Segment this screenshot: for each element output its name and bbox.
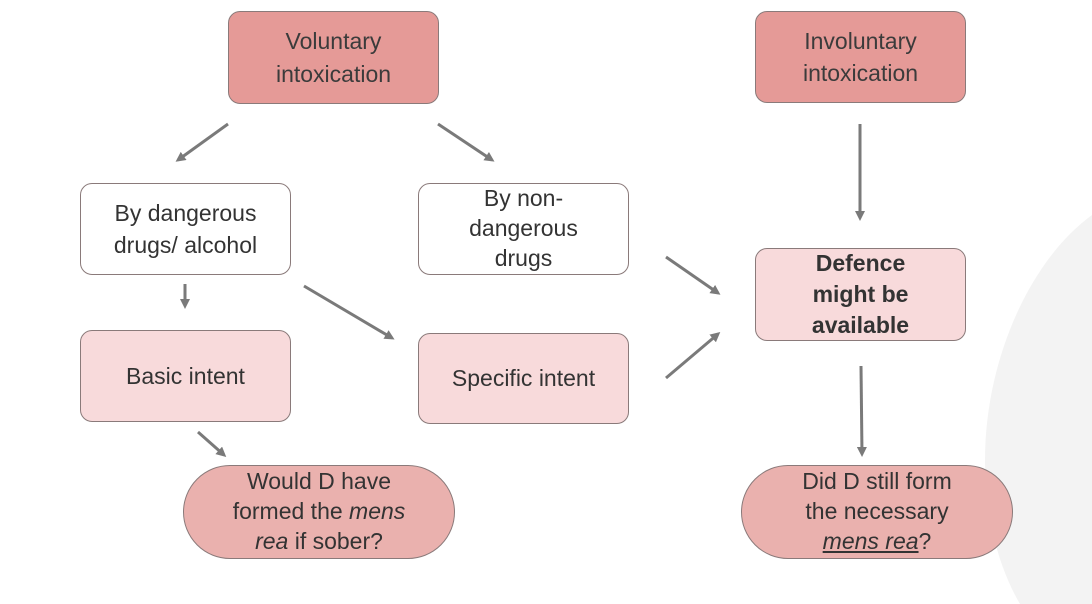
still-line3b: ? [918, 527, 932, 554]
defence-line3: available [811, 312, 910, 339]
defence-line2: might be [812, 280, 909, 307]
dangerous-line1: By dangerous [114, 199, 257, 226]
non-dangerous-line1: By non- [483, 185, 564, 212]
voluntary-intoxication-box: Voluntary intoxication [228, 11, 439, 104]
sober-line3b: if sober? [288, 527, 383, 554]
non-dangerous-line3: drugs [494, 244, 553, 271]
sober-line3a: rea [255, 527, 289, 554]
non-dangerous-line2: dangerous [469, 215, 578, 242]
specific-intent-label: Specific intent [451, 365, 596, 392]
non-dangerous-drugs-box: By non- dangerous drugs [418, 183, 629, 275]
voluntary-line2: intoxication [275, 60, 392, 87]
defence-box: Defence might be available [755, 248, 966, 341]
involuntary-intoxication-box: Involuntary intoxication [755, 11, 966, 103]
sober-line2a: formed the [232, 498, 350, 525]
basic-intent-label: Basic intent [126, 362, 245, 389]
dangerous-drugs-box: By dangerous drugs/ alcohol [80, 183, 291, 275]
still-line1: Did D still form [802, 468, 952, 495]
involuntary-line2: intoxication [802, 60, 919, 86]
voluntary-line1: Voluntary [285, 28, 382, 55]
still-line2: the necessary [805, 498, 949, 525]
still-question-oval: Did D still form the necessary mens rea? [741, 465, 1013, 559]
sober-question-oval: Would D have formed the mens rea if sobe… [183, 465, 455, 559]
basic-intent-box: Basic intent [80, 330, 291, 422]
dangerous-line2: drugs/ alcohol [113, 232, 258, 258]
involuntary-line1: Involuntary [804, 27, 917, 54]
defence-line1: Defence [815, 249, 906, 276]
still-line3a: mens rea [822, 527, 919, 554]
sober-line2b: mens [349, 498, 406, 525]
sober-line1: Would D have [246, 468, 392, 495]
specific-intent-box: Specific intent [418, 333, 629, 424]
